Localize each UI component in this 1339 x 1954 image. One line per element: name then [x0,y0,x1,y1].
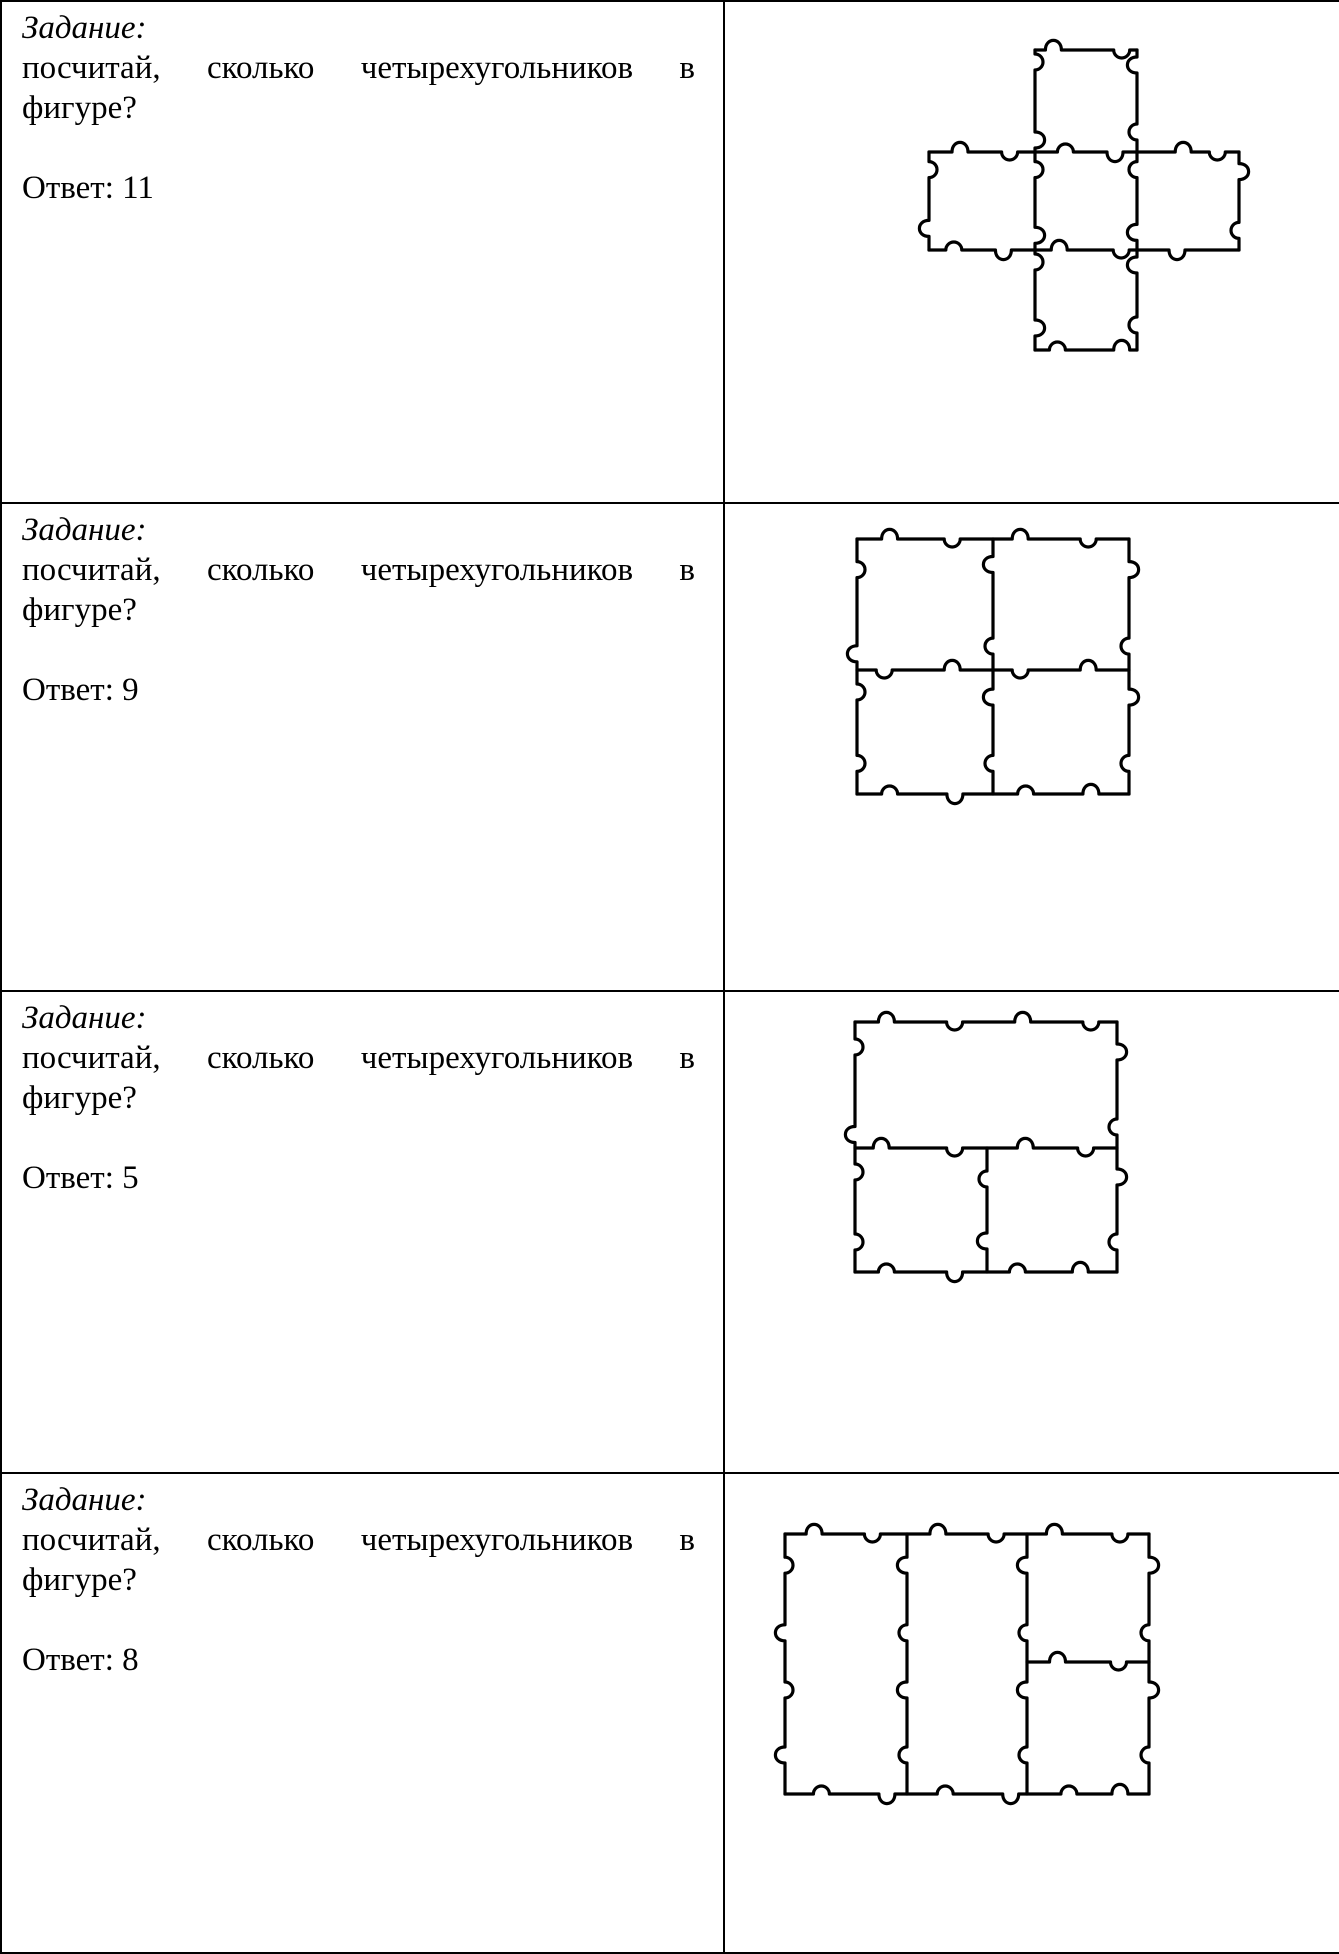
puzzle-edge [1127,50,1137,150]
task-label: Задание: [22,998,695,1038]
puzzle-edge [1035,40,1137,58]
task-text-cell: Задание: посчитай, сколько четырехугольн… [1,1473,724,1953]
puzzle-edge [1035,250,1045,350]
puzzle-edge [1017,1534,1027,1794]
answer-line: Ответ: 8 [22,1640,695,1680]
puzzle-edge [983,539,993,794]
figure-cell [724,991,1339,1473]
task-label: Задание: [22,510,695,550]
puzzle-figure-grid [725,504,1339,984]
task-question: посчитай, сколько четырехугольников в фи… [22,48,695,128]
figure-cell [724,1,1339,503]
puzzle-edge [855,1012,1117,1030]
puzzle-edge [1121,539,1139,794]
puzzle-outline-group [919,40,1248,350]
puzzle-edge [1141,1534,1159,1794]
task-question: посчитай, сколько четырехугольников в фи… [22,550,695,630]
puzzle-edge [977,1148,987,1272]
answer-prefix: Ответ: [22,1160,114,1196]
puzzle-edge [785,1524,1149,1542]
task-row: Задание: посчитай, сколько четырехугольн… [1,503,1339,991]
task-question: посчитай, сколько четырехугольников в фи… [22,1520,695,1600]
puzzle-figure-cross [725,2,1339,496]
puzzle-edge [775,1534,793,1794]
task-question: посчитай, сколько четырехугольников в фи… [22,1038,695,1118]
puzzle-outline-group [845,1012,1126,1281]
figure-cell [724,503,1339,991]
answer-value: 9 [122,672,139,708]
puzzle-edge [929,142,1239,161]
answer-line: Ответ: 9 [22,670,695,710]
task-text-cell: Задание: посчитай, сколько четырехугольн… [1,991,724,1473]
puzzle-edge [847,539,865,794]
answer-value: 8 [122,1642,139,1678]
answer-line: Ответ: 5 [22,1158,695,1198]
puzzle-outline-group [775,1524,1158,1803]
puzzle-figure-three-columns [725,1474,1339,1946]
answer-line: Ответ: 11 [22,168,695,208]
puzzle-edge [1027,1652,1149,1670]
puzzle-edge [919,152,937,250]
task-label: Задание: [22,1480,695,1520]
puzzle-edge [1035,340,1137,350]
puzzle-edge [897,1534,907,1794]
puzzle-edge [1231,152,1249,250]
task-row: Задание: посчитай, сколько четырехугольн… [1,1473,1339,1953]
task-row: Задание: посчитай, сколько четырехугольн… [1,991,1339,1473]
puzzle-edge [1035,152,1045,250]
puzzle-edge [1127,250,1137,350]
task-row: Задание: посчитай, сколько четырехугольн… [1,1,1339,503]
answer-prefix: Ответ: [22,1642,114,1678]
answer-prefix: Ответ: [22,170,114,206]
task-text-cell: Задание: посчитай, сколько четырехугольн… [1,1,724,503]
puzzle-edge [1127,152,1137,250]
puzzle-figure-wide-top [725,992,1339,1466]
answer-value: 5 [122,1160,139,1196]
answer-value: 11 [122,170,154,206]
puzzle-edge [929,240,1239,259]
puzzle-edge [785,1784,1149,1803]
task-label: Задание: [22,8,695,48]
puzzle-edge [1035,50,1045,150]
figure-cell [724,1473,1339,1953]
puzzle-outline-group [847,529,1138,803]
task-text-cell: Задание: посчитай, сколько четырехугольн… [1,503,724,991]
answer-prefix: Ответ: [22,672,114,708]
